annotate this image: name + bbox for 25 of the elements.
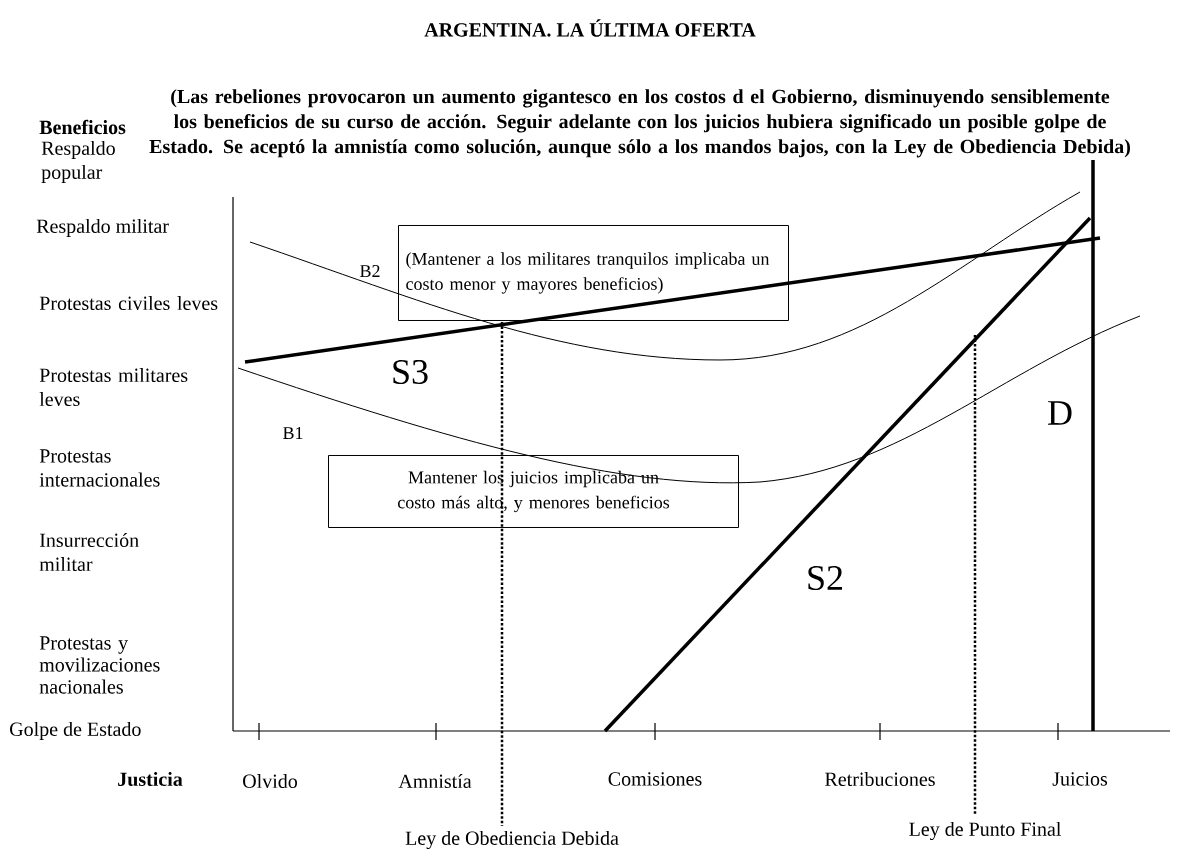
tick-label: Juicios	[1052, 772, 1108, 786]
axis-title: Justicia	[118, 771, 183, 787]
tick-label: Amnistía	[398, 773, 472, 789]
axis-label: Protestas y movilizaciones nacionales	[39, 636, 160, 694]
tick-label: Olvido	[243, 773, 297, 789]
line-label: Ley de Punto Final	[909, 821, 1061, 841]
note: (Las rebeliones provocaron un aumento gigantesco en los costos d el Gobierno, disminuyendo sensiblemente los beneficios de su curso de acción. Seguir adelante con los juicios hubiera significado un posible golpe de Estado. Se aceptó la amnistía como solución, aunque sólo a los mandos bajos, con la Ley de Obediencia Debida)	[149, 89, 1130, 158]
curve-label: B1	[283, 427, 303, 439]
axis-label: Respaldo popular	[41, 140, 115, 184]
curve-label: D	[1048, 401, 1072, 425]
tick-label: Comisiones	[608, 772, 702, 786]
line-label: Ley de Obediencia Debida	[405, 830, 619, 850]
tick-label: Retribuciones	[825, 771, 935, 787]
axis-label: Insurrección militar	[39, 532, 139, 572]
axis-label: Golpe de Estado	[10, 721, 141, 741]
axis-label: Protestas civiles leves	[39, 295, 218, 311]
curve-label: S3	[393, 359, 428, 385]
text-box: (Mantener a los militares tranquilos implicaba un costo menor y mayores beneficios)	[398, 225, 789, 321]
axis-label: Protestas militares leves	[39, 367, 188, 407]
title: ARGENTINA. LA ÚLTIMA OFERTA	[424, 19, 756, 37]
curve-label: B2	[360, 265, 380, 277]
axis-label: Protestas internacionales	[39, 449, 160, 487]
curve-label: S2	[808, 565, 842, 591]
axis-title: Beneficios	[39, 119, 126, 135]
axis-label: Respaldo militar	[36, 218, 169, 238]
